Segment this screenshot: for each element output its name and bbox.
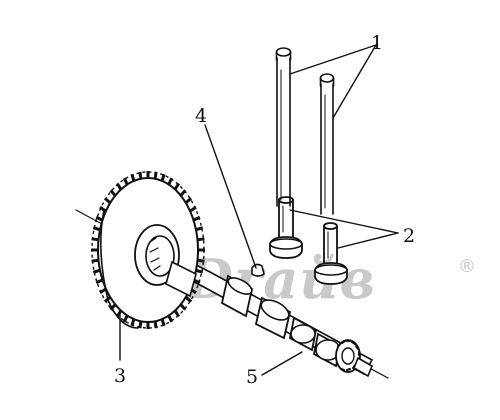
gear-tooth xyxy=(189,206,197,213)
woodruff-key xyxy=(251,263,265,277)
gear-tooth xyxy=(95,278,104,285)
gear-tooth xyxy=(173,309,181,318)
gear-tooth xyxy=(153,321,158,329)
gear-tooth xyxy=(122,177,129,186)
gear-tooth xyxy=(167,177,174,186)
callout-1: 1 xyxy=(371,32,383,54)
gear-tooth xyxy=(179,303,187,311)
gear-tooth xyxy=(192,215,201,222)
gear-tooth xyxy=(92,268,101,274)
callout-2: 2 xyxy=(403,225,415,247)
watermark-registered: ® xyxy=(458,256,476,277)
gear-teeth xyxy=(91,171,205,329)
leader-lines xyxy=(119,44,399,376)
gear-tooth xyxy=(115,182,123,191)
tappet-right xyxy=(314,222,348,285)
pushrod-right xyxy=(319,73,335,215)
gear-tooth xyxy=(130,318,136,327)
gear-tooth xyxy=(103,197,112,205)
gear-tooth xyxy=(138,321,143,329)
gear-tooth xyxy=(92,226,101,232)
gear-tooth xyxy=(167,314,174,323)
gear-tooth xyxy=(173,182,181,191)
gear-tooth xyxy=(195,268,204,274)
gear-tooth xyxy=(160,173,166,182)
gear-tooth xyxy=(160,318,166,327)
gear-tooth xyxy=(195,226,204,232)
gear-tooth xyxy=(130,173,136,182)
pushrod-left xyxy=(275,47,292,207)
gear-tooth xyxy=(91,237,99,242)
callout-5: 5 xyxy=(246,366,258,388)
gear-tooth xyxy=(115,309,123,318)
camshaft xyxy=(75,209,389,379)
gear-tooth xyxy=(184,295,193,303)
tappet-left xyxy=(269,196,303,259)
gear-tooth xyxy=(184,197,193,205)
gear-tooth xyxy=(197,258,205,263)
timing-gear xyxy=(91,171,205,329)
camshaft-end-gear xyxy=(335,339,374,378)
gear-tooth xyxy=(95,215,104,222)
gear-tooth xyxy=(179,189,187,197)
callout-4: 4 xyxy=(195,105,207,127)
gear-tooth xyxy=(122,314,129,323)
gear-tooth xyxy=(91,258,99,263)
callout-3: 3 xyxy=(114,365,126,387)
gear-tooth xyxy=(197,237,205,242)
gear-tooth xyxy=(109,189,117,197)
gear-tooth xyxy=(99,206,107,213)
gear-tooth xyxy=(153,171,158,179)
gear-tooth xyxy=(138,171,143,179)
